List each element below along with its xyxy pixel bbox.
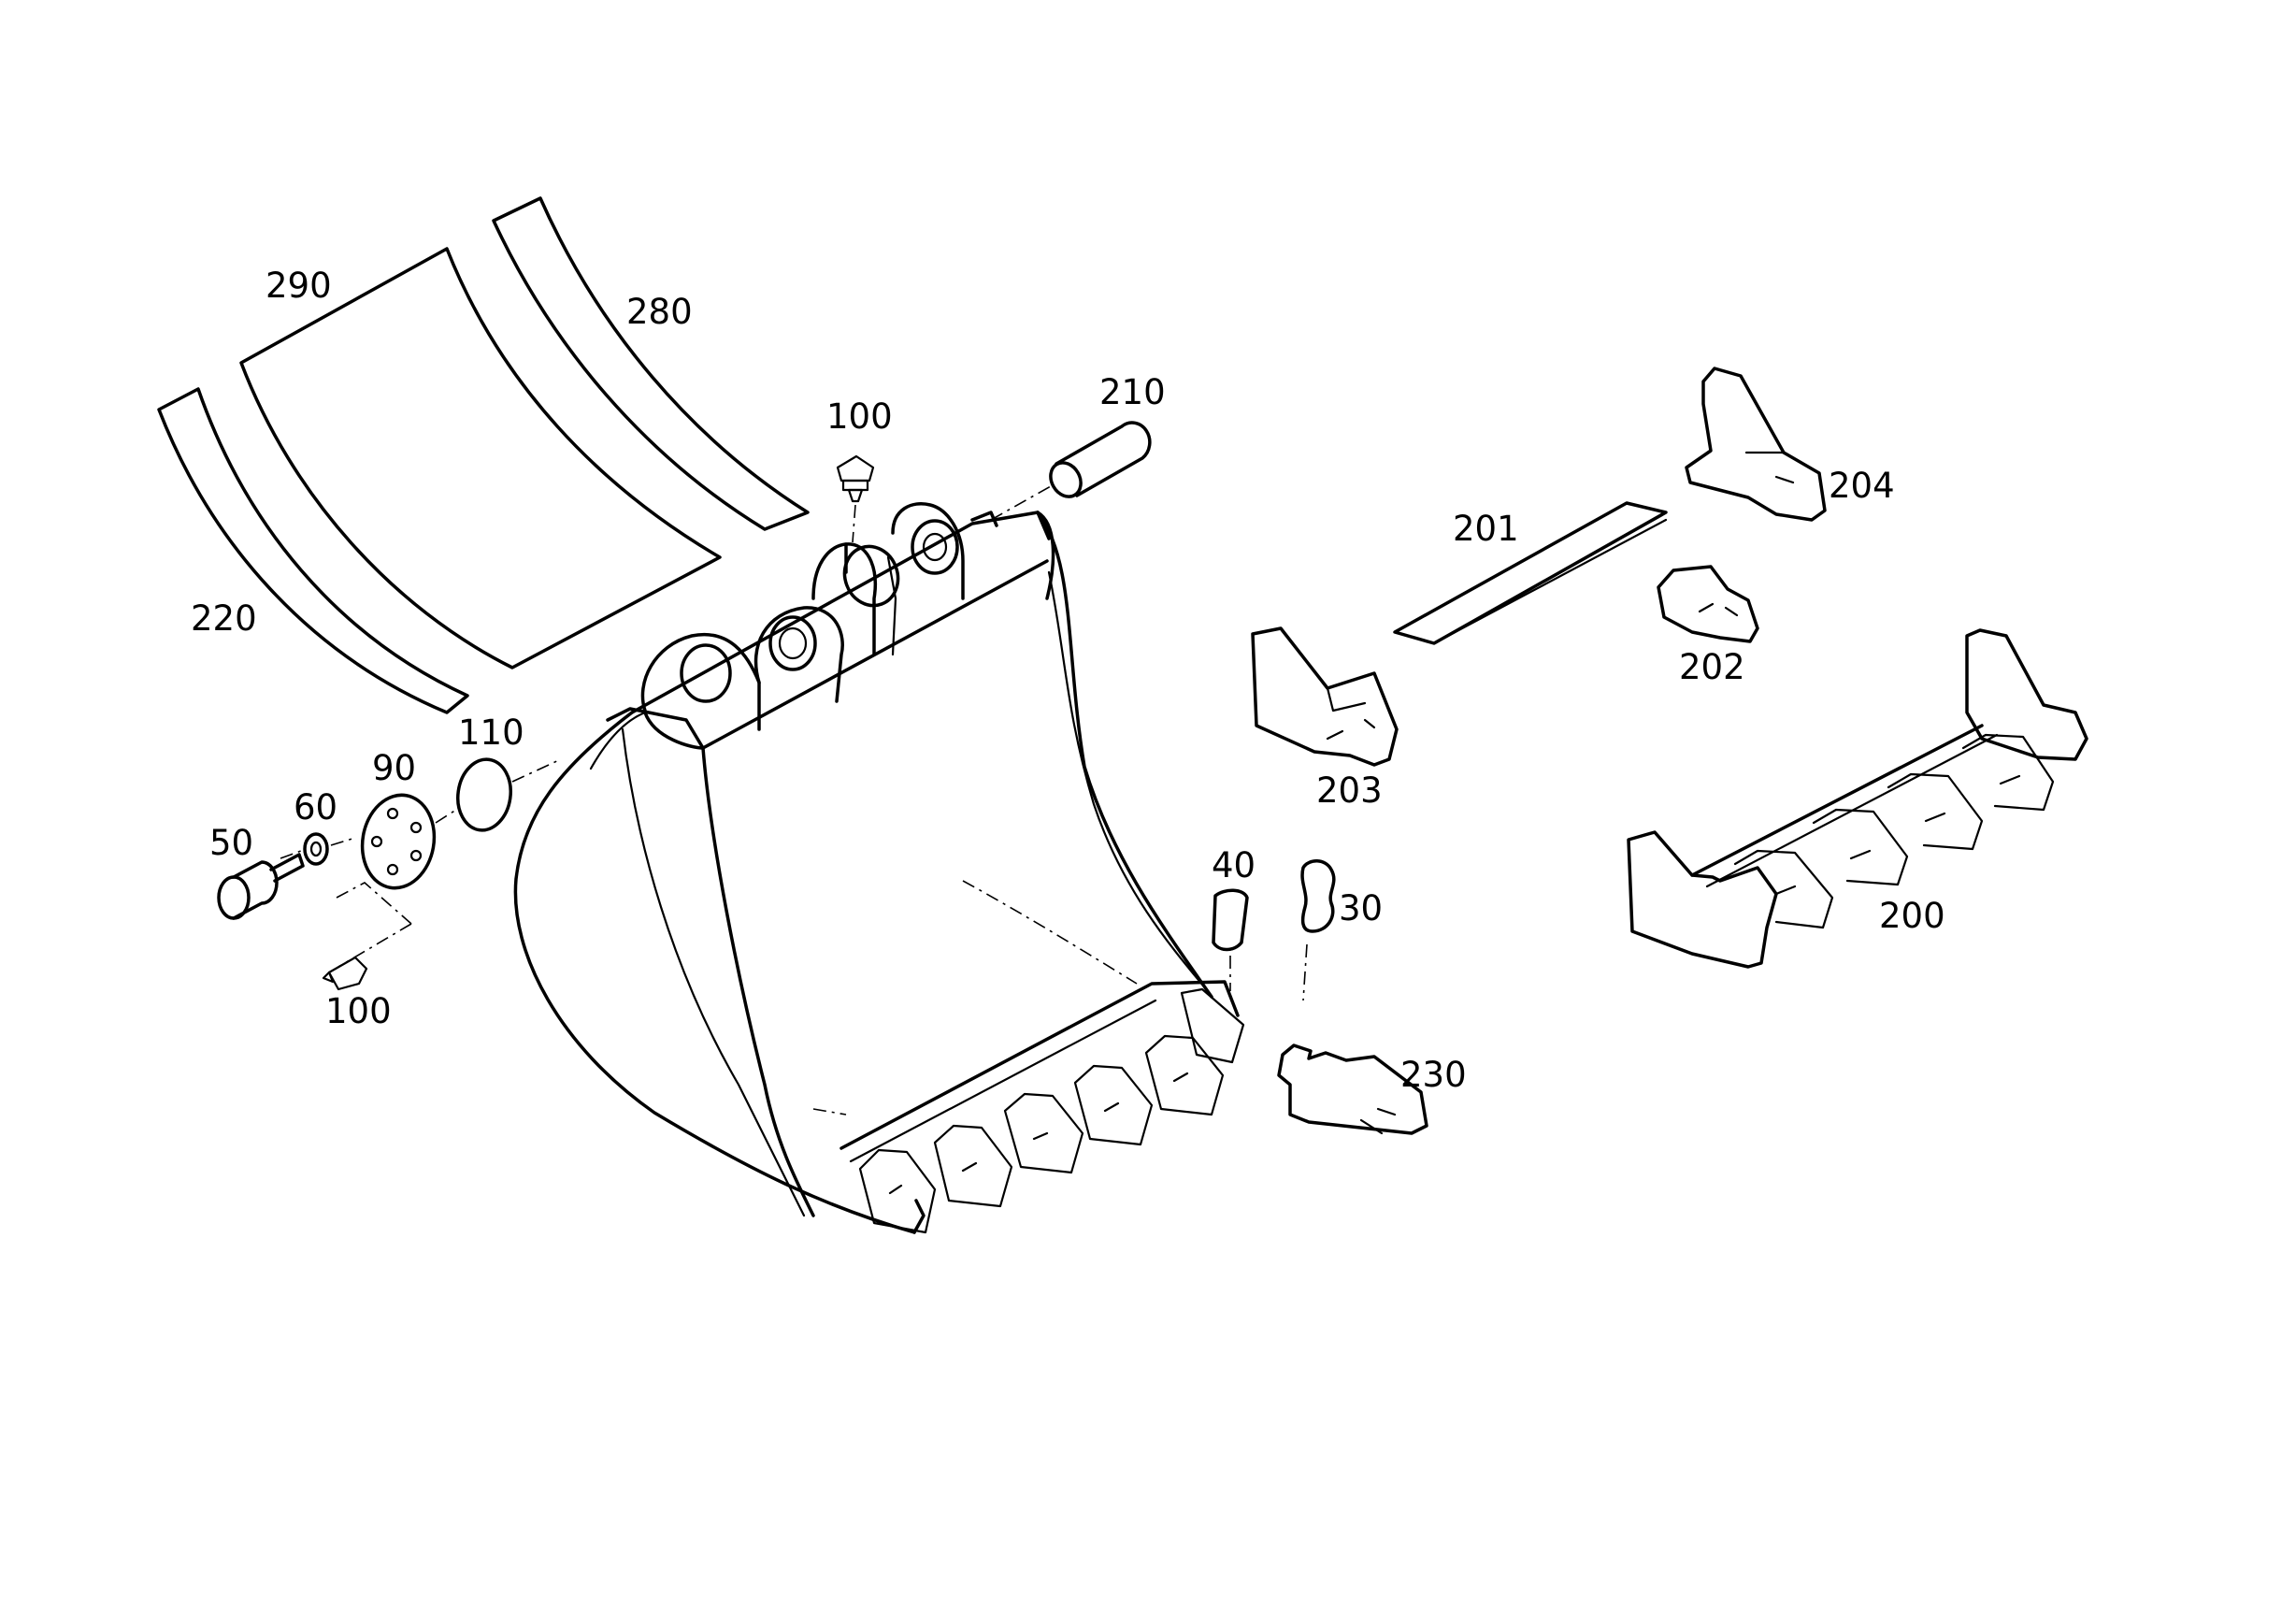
tooth-set-200 [1627, 628, 2088, 969]
callout-110: 110 [458, 712, 524, 753]
callout-204: 204 [1829, 466, 1895, 506]
callout-210: 210 [1099, 372, 1166, 412]
callout-280: 280 [626, 292, 693, 332]
callout-100-top: 100 [826, 396, 893, 437]
callout-30: 30 [1339, 888, 1383, 928]
grease-nipple-top [836, 454, 875, 543]
callout-230: 230 [1400, 1055, 1467, 1095]
callout-220: 220 [191, 598, 257, 639]
pin-30 [1300, 859, 1336, 1001]
callout-60: 60 [294, 787, 337, 828]
adapter-202 [1657, 565, 1759, 643]
bucket-body [513, 502, 1245, 1234]
grease-nipple-left [322, 956, 368, 991]
leader-dashes-left [280, 758, 562, 968]
wear-strip-280 [492, 196, 810, 531]
callout-202: 202 [1679, 647, 1745, 687]
callout-90: 90 [372, 748, 416, 788]
callout-100-left: 100 [325, 991, 392, 1031]
callout-40: 40 [1212, 845, 1256, 885]
o-ring-110 [456, 757, 512, 832]
side-cutter-203 [1251, 626, 1399, 767]
wear-plate-290 [239, 247, 722, 669]
cover-disc-90 [360, 793, 437, 890]
wear-strip-220 [157, 387, 469, 714]
bucket-teeth [858, 987, 1245, 1234]
callout-290: 290 [265, 266, 332, 306]
callout-203: 203 [1316, 770, 1383, 811]
cutting-edge-201 [1393, 501, 1668, 645]
tooth-230 [1277, 1043, 1428, 1135]
corner-piece-204 [1685, 367, 1827, 522]
retainer-40 [1212, 888, 1249, 991]
callout-201: 201 [1453, 509, 1519, 549]
bushing-210 [990, 421, 1152, 521]
callout-50: 50 [209, 823, 253, 863]
callout-200: 200 [1879, 896, 1945, 936]
callout-labels: 290 280 220 100 210 201 204 202 203 110 … [191, 266, 1945, 1095]
bolt-50 [217, 853, 305, 920]
washer-60 [303, 832, 329, 866]
